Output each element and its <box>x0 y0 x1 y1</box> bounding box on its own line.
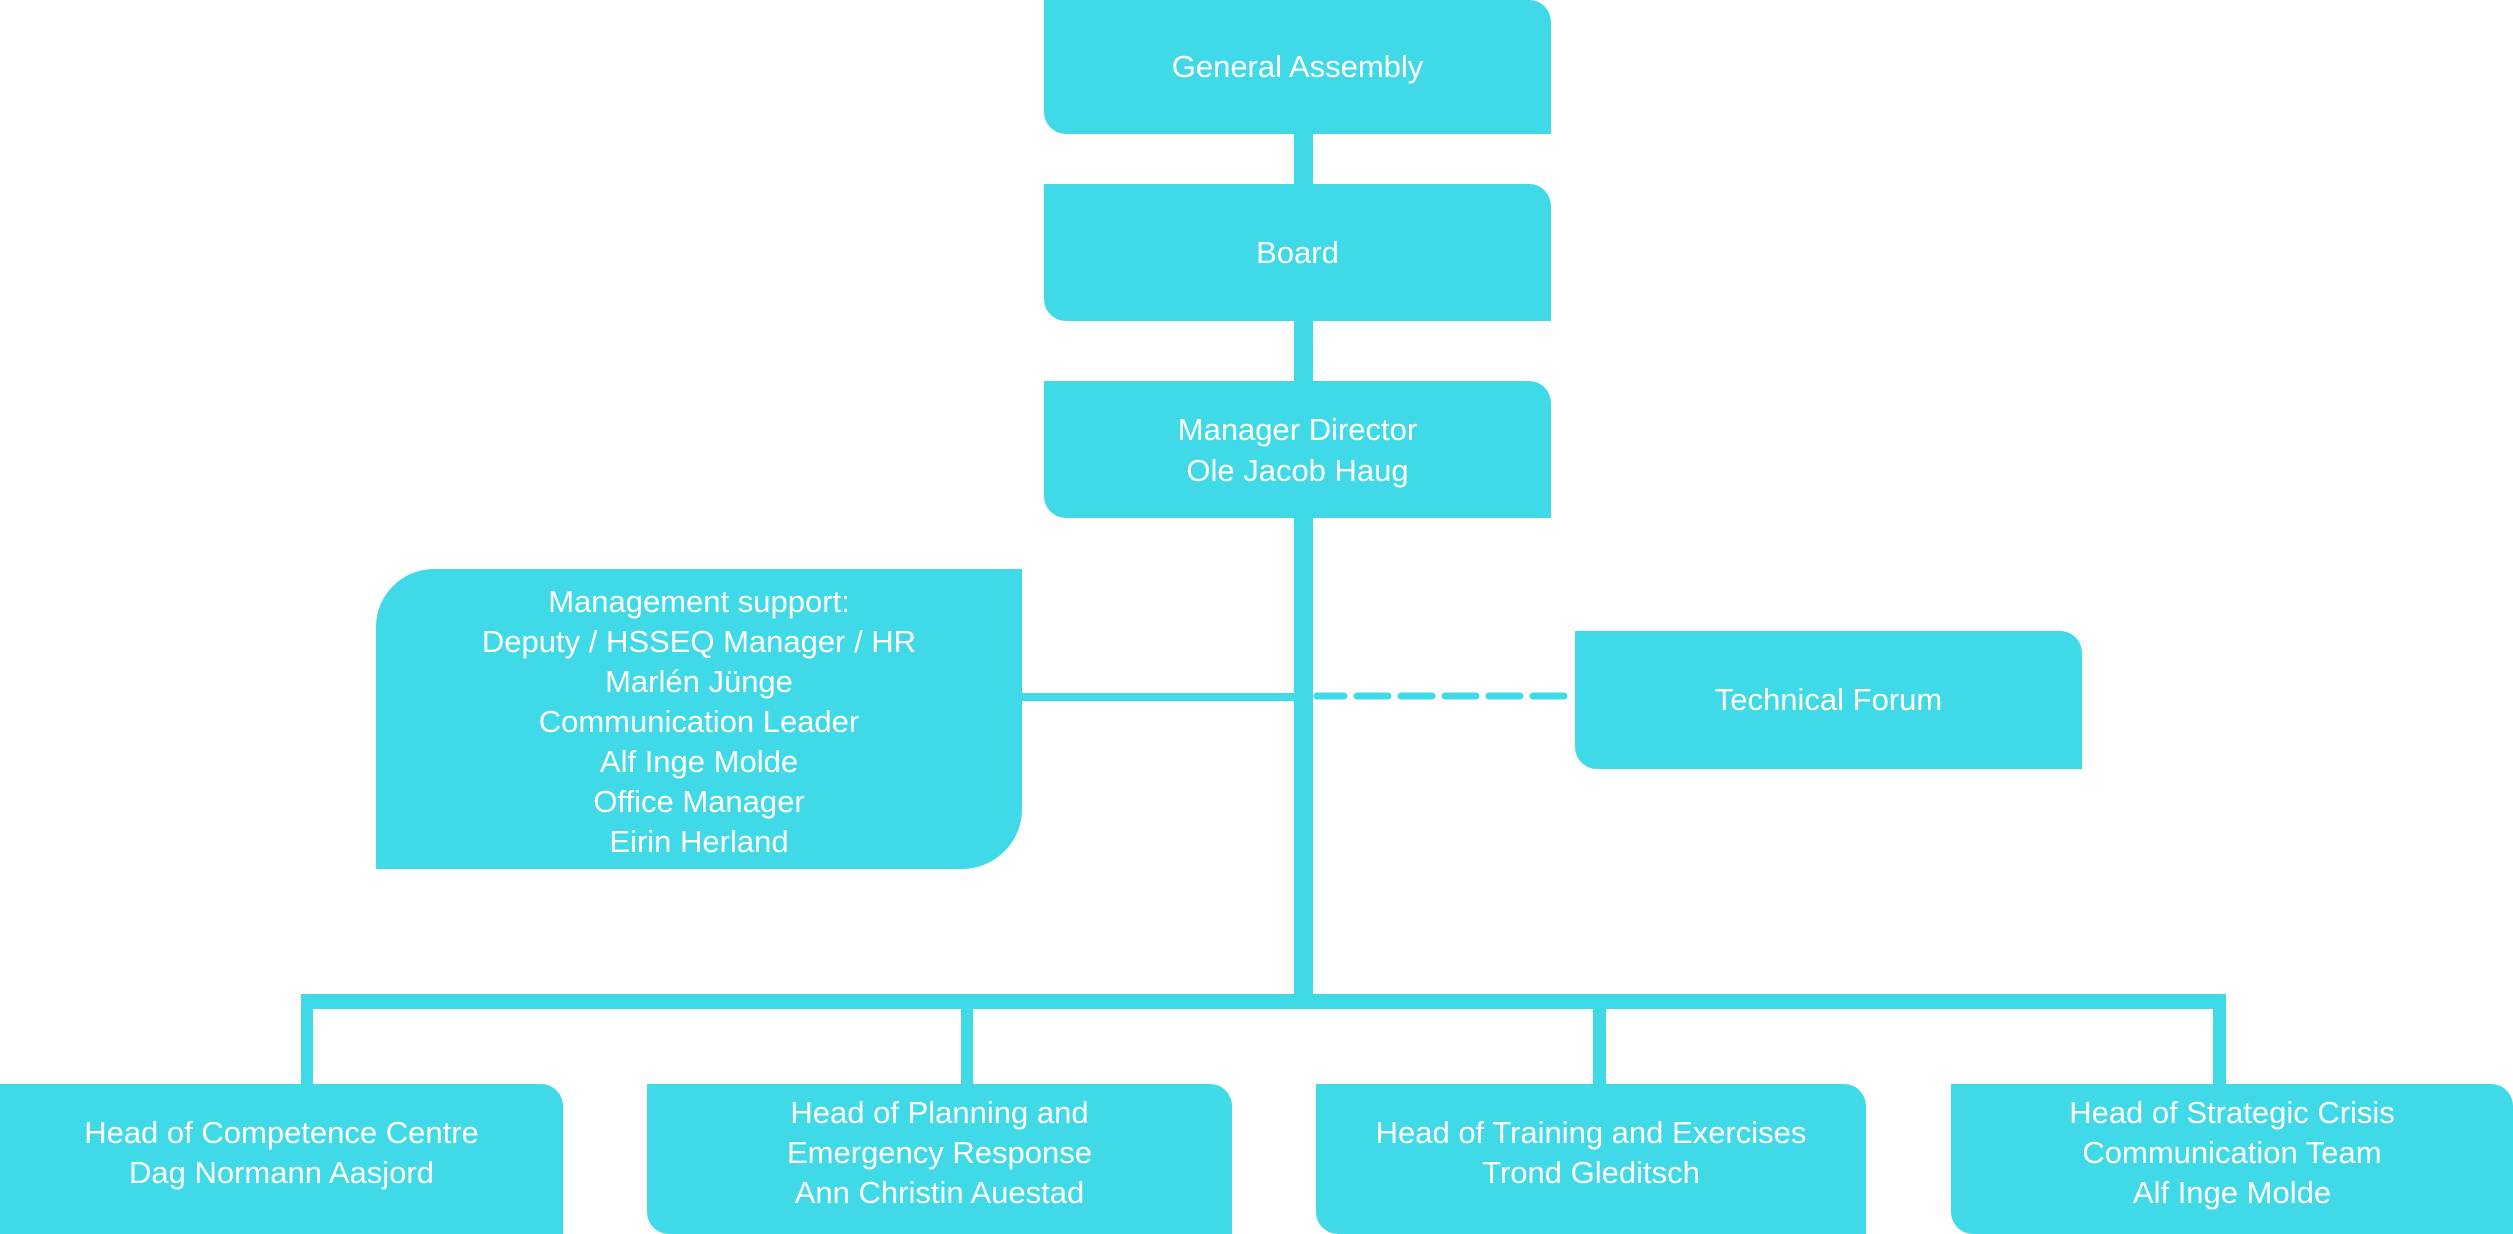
node-title: Head of Planning and <box>790 1095 1089 1130</box>
node-title: Head of Strategic Crisis <box>2069 1095 2395 1130</box>
connector-department-2 <box>961 1000 973 1086</box>
connector-board-director <box>1294 320 1313 382</box>
node-department-training-exercises: Head of Training and Exercises Trond Gle… <box>1316 1084 1866 1234</box>
node-label: General Assembly <box>1171 49 1424 84</box>
node-person: Ole Jacob Haug <box>1186 452 1409 488</box>
node-title: Communication Team <box>2082 1135 2382 1170</box>
node-role: Office Manager <box>593 784 805 819</box>
node-department-crisis-communication: Head of Strategic Crisis Communication T… <box>1951 1084 2513 1234</box>
node-person: Alf Inge Molde <box>2132 1175 2332 1210</box>
connector-department-1 <box>301 1000 313 1086</box>
node-managing-director: Manager Director Ole Jacob Haug <box>1044 381 1551 518</box>
node-general-assembly: General Assembly <box>1044 0 1551 134</box>
connector-department-3 <box>1593 1000 1606 1086</box>
node-person: Ann Christin Auestad <box>794 1175 1085 1210</box>
node-title: Head of Competence Centre <box>84 1115 479 1150</box>
node-label: Board <box>1256 234 1339 270</box>
node-person: Dag Normann Aasjord <box>129 1155 434 1190</box>
node-person: Marlén Jünge <box>605 664 793 699</box>
node-board: Board <box>1044 184 1551 321</box>
node-department-planning-emergency: Head of Planning and Emergency Response … <box>647 1084 1232 1234</box>
node-person: Alf Inge Molde <box>599 744 799 779</box>
node-heading: Management support: <box>548 584 850 619</box>
node-management-support: Management support: Deputy / HSSEQ Manag… <box>376 569 1022 869</box>
node-technical-forum: Technical Forum <box>1575 631 2082 769</box>
node-department-competence-centre: Head of Competence Centre Dag Normann Aa… <box>0 1084 563 1234</box>
node-title: Emergency Response <box>787 1135 1092 1170</box>
node-role: Deputy / HSSEQ Manager / HR <box>481 624 917 659</box>
connector-department-4 <box>2213 1000 2226 1086</box>
node-label: Technical Forum <box>1714 682 1943 717</box>
connector-department-bus <box>301 994 2226 1009</box>
node-person: Trond Gleditsch <box>1482 1155 1700 1190</box>
node-person: Eirin Herland <box>609 824 789 859</box>
node-title: Head of Training and Exercises <box>1375 1115 1807 1150</box>
node-role: Communication Leader <box>538 704 860 739</box>
connector-assembly-board <box>1294 133 1313 185</box>
connector-director-trunk <box>1294 517 1313 1009</box>
dashed-connector-technical-forum <box>1313 692 1579 700</box>
node-title: Manager Director <box>1177 411 1418 447</box>
connector-management-support <box>1021 693 1295 701</box>
